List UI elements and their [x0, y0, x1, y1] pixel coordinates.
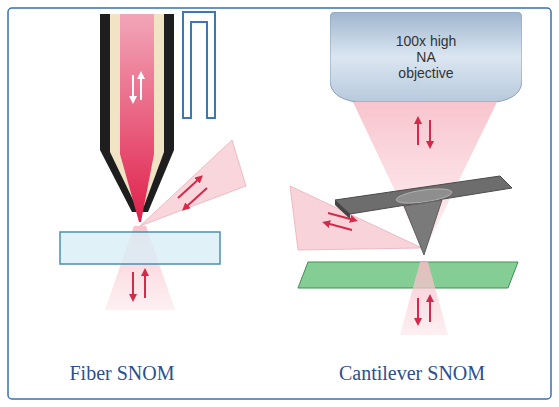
arrow — [326, 223, 352, 230]
tip — [404, 200, 442, 255]
arrow — [144, 272, 146, 298]
objective-outline — [330, 12, 522, 102]
frame — [8, 8, 551, 399]
arrow — [429, 298, 431, 322]
arrow — [417, 120, 419, 145]
arrow — [178, 178, 200, 198]
arrow — [140, 75, 142, 100]
arrow — [132, 272, 134, 298]
sample — [298, 262, 518, 288]
arrow — [429, 120, 431, 145]
arrow — [328, 213, 354, 220]
arrow — [132, 75, 134, 100]
lens-label: 100x high NA objective — [394, 33, 458, 81]
caption-label: Fiber SNOM — [69, 362, 174, 385]
sample-slab — [60, 232, 220, 264]
arrow — [185, 188, 207, 208]
tuning-fork — [183, 12, 215, 118]
caption-label: Cantilever SNOM — [339, 362, 485, 385]
transmitted-light — [400, 262, 448, 335]
arrow — [417, 298, 419, 322]
fiber-core — [120, 14, 154, 222]
objective-lens: 100x high NA objective — [330, 12, 522, 102]
